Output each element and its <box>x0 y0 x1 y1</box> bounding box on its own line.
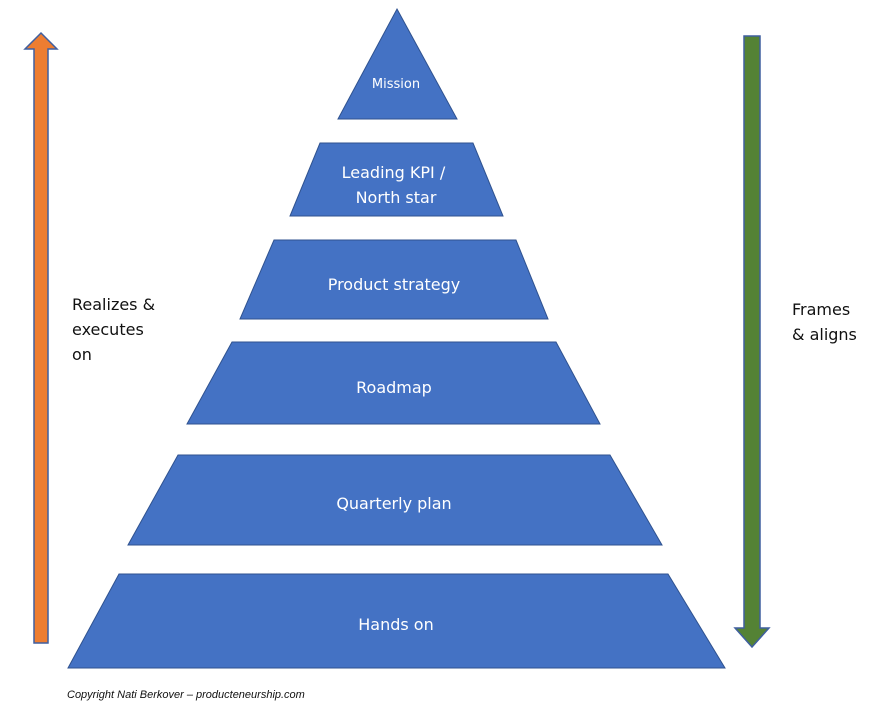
right-arrow-label-line: & aligns <box>792 325 857 344</box>
pyramid-tier-hands-on: Hands on <box>67 573 726 669</box>
right-arrow-label: Frames & aligns <box>792 297 872 347</box>
pyramid-tier-mission: Mission <box>337 7 458 120</box>
tier-shape <box>67 573 726 669</box>
tier-label-hands-on: Hands on <box>358 615 433 634</box>
pyramid-tier-product-strategy: Product strategy <box>239 239 549 320</box>
tier-shape <box>186 341 601 425</box>
left-arrow-shape <box>23 31 59 644</box>
tier-shape <box>239 239 549 320</box>
tier-label-mission: Mission <box>372 77 420 92</box>
tier-label-line: Leading KPI / <box>342 163 446 182</box>
tier-shape <box>127 454 663 546</box>
tier-shape <box>289 142 504 217</box>
pyramid-tier-roadmap: Roadmap <box>186 341 601 425</box>
pyramid-tier-leading-kpi: Leading KPI / North star <box>289 142 504 217</box>
tier-label-product-strategy: Product strategy <box>328 275 461 294</box>
left-arrow-label: Realizes & executes on <box>72 292 192 367</box>
right-down-arrow <box>733 35 771 649</box>
right-arrow-shape <box>733 35 771 649</box>
tier-label-quarterly-plan: Quarterly plan <box>336 494 451 513</box>
tier-label-roadmap: Roadmap <box>356 378 432 397</box>
left-arrow-label-line: on <box>72 345 92 364</box>
tier-shape <box>337 7 458 120</box>
left-arrow-label-line: executes <box>72 320 144 339</box>
copyright-text: Copyright Nati Berkover – producteneursh… <box>67 689 305 701</box>
left-up-arrow <box>23 31 59 644</box>
left-arrow-label-line: Realizes & <box>72 295 156 314</box>
tier-label-line: North star <box>356 188 437 207</box>
right-arrow-label-line: Frames <box>792 300 851 319</box>
tier-label-leading-kpi: Leading KPI / North star <box>342 163 451 207</box>
pyramid-tier-quarterly-plan: Quarterly plan <box>127 454 663 546</box>
